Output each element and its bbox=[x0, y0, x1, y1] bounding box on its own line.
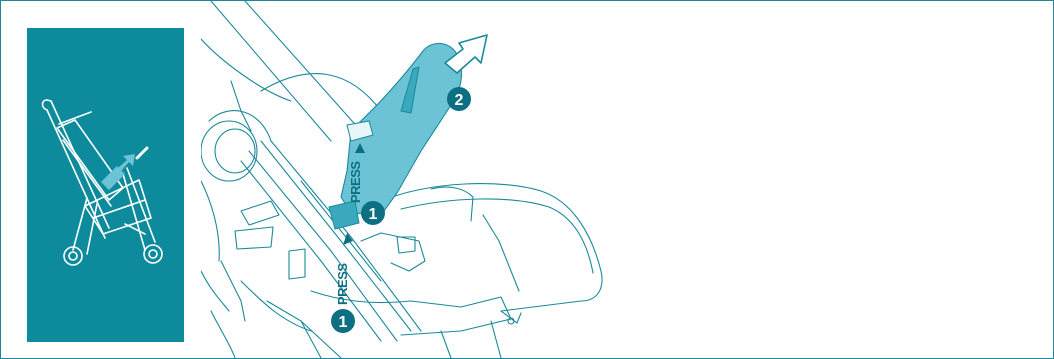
svg-text:1: 1 bbox=[339, 314, 348, 331]
svg-text:2: 2 bbox=[455, 92, 464, 109]
svg-text:1: 1 bbox=[369, 206, 378, 223]
fold-instruction-illustration: 2 1 1 PRESS PRESS bbox=[201, 1, 661, 358]
step-2-badge: 2 bbox=[447, 87, 471, 111]
stroller-overview-icon bbox=[27, 28, 184, 342]
step-1-badge-upper: 1 bbox=[361, 201, 385, 225]
svg-text:PRESS: PRESS bbox=[335, 263, 350, 305]
svg-text:PRESS: PRESS bbox=[348, 161, 363, 203]
overview-panel bbox=[27, 28, 184, 342]
press-label-lower: PRESS bbox=[335, 233, 353, 305]
step-1-badge-lower: 1 bbox=[331, 309, 355, 333]
